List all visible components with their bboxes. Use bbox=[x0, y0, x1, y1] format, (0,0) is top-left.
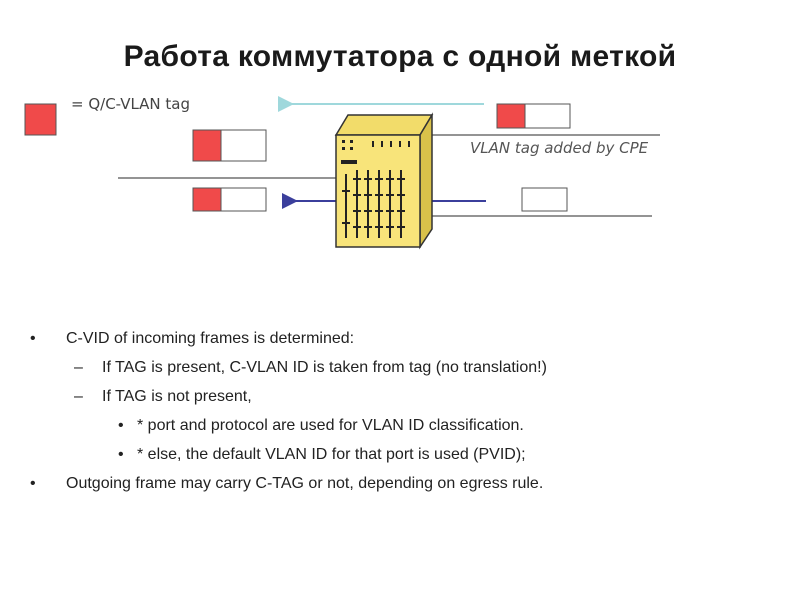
bullet-text: Outgoing frame may carry C-TAG or not, d… bbox=[66, 475, 543, 492]
frame-right-tagged bbox=[497, 104, 570, 128]
bullet-marker: • bbox=[30, 324, 36, 353]
frame-tag bbox=[193, 130, 221, 161]
bullet-text: If TAG is not present, bbox=[102, 388, 252, 405]
cpe-note: VLAN tag added by CPE bbox=[470, 138, 660, 159]
bullet-item: • C-VID of incoming frames is determined… bbox=[30, 324, 770, 353]
bullet-text: If TAG is present, C-VLAN ID is taken fr… bbox=[102, 359, 547, 376]
frame-tag bbox=[193, 188, 221, 211]
bullet-marker: • bbox=[30, 469, 36, 498]
sub-bullet-item: – If TAG is not present, bbox=[30, 382, 770, 411]
bullet-marker: – bbox=[74, 382, 83, 411]
frame-right-untagged bbox=[522, 188, 567, 211]
bullet-list: • C-VID of incoming frames is determined… bbox=[30, 324, 770, 498]
bullet-marker: – bbox=[74, 353, 83, 382]
sub-sub-bullet-item: • * else, the default VLAN ID for that p… bbox=[30, 440, 770, 469]
bullet-marker: • bbox=[118, 440, 124, 469]
sub-bullet-item: – If TAG is present, C-VLAN ID is taken … bbox=[30, 353, 770, 382]
bullet-marker: • bbox=[118, 411, 124, 440]
bullet-text: * else, the default VLAN ID for that por… bbox=[137, 446, 526, 463]
network-switch-icon bbox=[336, 115, 432, 247]
frame-tag bbox=[497, 104, 525, 128]
bullet-text: C-VID of incoming frames is determined: bbox=[66, 330, 354, 347]
bullet-text: * port and protocol are used for VLAN ID… bbox=[137, 417, 524, 434]
bullet-item: • Outgoing frame may carry C-TAG or not,… bbox=[30, 469, 770, 498]
vlan-switch-diagram bbox=[0, 0, 800, 320]
frame-left-upper bbox=[193, 130, 266, 161]
legend-label: = Q/C-VLAN tag bbox=[71, 95, 190, 113]
legend-tag-swatch bbox=[25, 104, 56, 135]
sub-sub-bullet-item: • * port and protocol are used for VLAN … bbox=[30, 411, 770, 440]
frame-left-lower bbox=[193, 188, 266, 211]
